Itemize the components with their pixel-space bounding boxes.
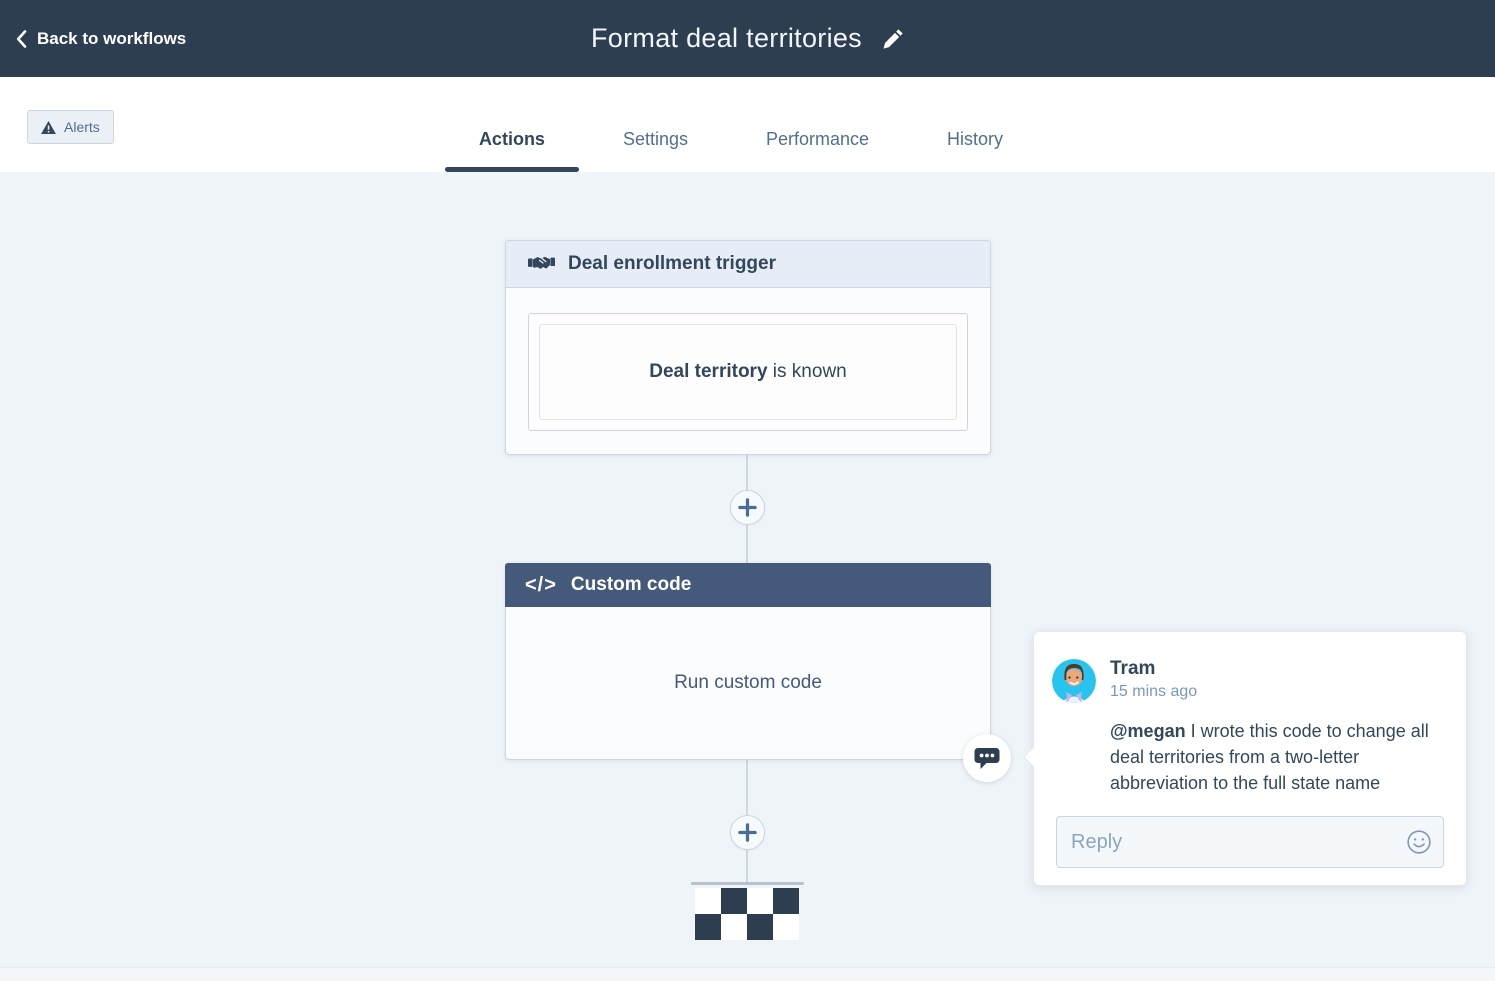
- speech-bubble-icon: [973, 745, 1001, 771]
- reply-input[interactable]: [1056, 816, 1444, 868]
- chevron-left-icon: [16, 29, 27, 48]
- plus-icon: [738, 498, 757, 517]
- comment-body: I wrote this code to change all deal ter…: [1110, 721, 1429, 793]
- warning-triangle-icon: [41, 120, 56, 134]
- checkered-flag-icon: [695, 888, 799, 940]
- canvas-bottom-strip: [0, 967, 1495, 981]
- custom-code-header: </> Custom code: [505, 563, 991, 607]
- reply-field-wrap: [1056, 816, 1444, 868]
- comment-card-pointer: [1023, 747, 1043, 767]
- enrollment-filter-box: Deal territory is known: [528, 313, 968, 431]
- comment-mention[interactable]: @megan: [1110, 721, 1186, 741]
- end-of-workflow-line: [691, 882, 804, 885]
- plus-icon: [738, 823, 757, 842]
- filter-property: Deal territory: [649, 361, 768, 382]
- comment-card: Tram 15 mins ago @megan I wrote this cod…: [1023, 631, 1467, 886]
- alerts-button[interactable]: Alerts: [27, 110, 114, 144]
- avatar: [1052, 659, 1096, 703]
- add-action-button[interactable]: [730, 815, 765, 850]
- trigger-card-header: Deal enrollment trigger: [506, 241, 990, 288]
- tab-history[interactable]: History: [947, 129, 1004, 149]
- tabs: Actions Settings Performance History: [0, 129, 1482, 172]
- comment-indicator-button[interactable]: [963, 734, 1011, 782]
- comment-timestamp: 15 mins ago: [1110, 683, 1198, 700]
- trigger-header-label: Deal enrollment trigger: [568, 253, 776, 274]
- emoji-smiley-icon[interactable]: [1406, 829, 1432, 855]
- workflow-title: Format deal territories: [591, 23, 862, 53]
- edit-title-pencil-icon[interactable]: [882, 28, 904, 50]
- tab-settings[interactable]: Settings: [622, 129, 688, 149]
- tab-performance[interactable]: Performance: [766, 129, 870, 149]
- workflow-canvas: Deal enrollment trigger Deal territory i…: [0, 172, 1495, 981]
- handshake-icon: [528, 255, 555, 273]
- enrollment-filter-text: Deal territory is known: [539, 324, 957, 420]
- back-to-workflows-link[interactable]: Back to workflows: [16, 29, 186, 49]
- tab-bar: Alerts Actions Settings Performance Hist…: [0, 77, 1495, 172]
- custom-code-body: Run custom code: [674, 672, 822, 693]
- back-label: Back to workflows: [37, 28, 187, 48]
- custom-code-header-label: Custom code: [570, 574, 692, 595]
- top-bar: Back to workflows Format deal territorie…: [0, 0, 1495, 77]
- tab-actions[interactable]: Actions: [444, 129, 579, 172]
- add-action-button[interactable]: [730, 490, 765, 525]
- code-brackets-icon: </>: [525, 573, 557, 596]
- enrollment-trigger-card[interactable]: Deal enrollment trigger Deal territory i…: [505, 240, 991, 455]
- filter-operator: is known: [767, 361, 847, 382]
- comment-author: Tram: [1110, 658, 1156, 679]
- comment-text: @megan I wrote this code to change all d…: [1110, 718, 1444, 796]
- trigger-card-body: Deal territory is known: [506, 288, 990, 455]
- alerts-label: Alerts: [64, 119, 100, 135]
- custom-code-card[interactable]: </> Custom code Run custom code: [505, 563, 991, 760]
